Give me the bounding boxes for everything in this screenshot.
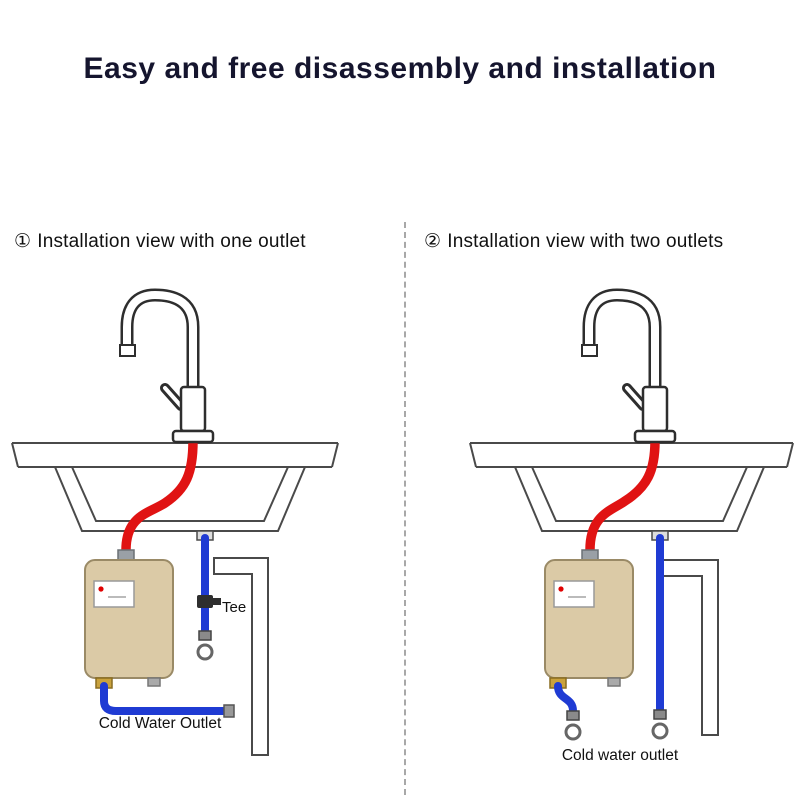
indicator-led bbox=[558, 586, 564, 592]
outlet-ring bbox=[564, 723, 582, 741]
diagram-one-outlet: Tee Cold Water Outlet bbox=[11, 288, 339, 756]
sink bbox=[469, 442, 794, 541]
cold-water-outlet-label: Cold Water Outlet bbox=[99, 715, 222, 732]
cold-pipe-end-cap bbox=[223, 704, 235, 718]
tee-outlet bbox=[196, 630, 214, 661]
cold-water-pipe-heater bbox=[100, 682, 228, 715]
water-heater bbox=[84, 549, 174, 689]
cold-water-outlet-label: Cold water outlet bbox=[562, 747, 679, 764]
faucet bbox=[581, 288, 677, 444]
circled-number-two: ② bbox=[424, 231, 442, 252]
outlet-ring bbox=[196, 643, 214, 661]
tee-fitting bbox=[197, 595, 221, 608]
section-divider bbox=[404, 222, 406, 795]
hot-water-pipe bbox=[121, 436, 198, 555]
drain-pipe bbox=[659, 559, 719, 736]
diagram-two-outlets: Cold water outlet bbox=[469, 288, 794, 764]
heater-display-panel bbox=[553, 580, 595, 608]
heater-cold-outlet bbox=[564, 710, 582, 741]
tee-label: Tee bbox=[222, 599, 246, 616]
water-heater bbox=[544, 549, 634, 689]
panel-two-heading-label: Installation view with two outlets bbox=[447, 231, 724, 252]
hot-water-pipe bbox=[585, 436, 660, 555]
faucet bbox=[119, 288, 215, 444]
heater-display-panel bbox=[93, 580, 135, 608]
circled-number-one: ① bbox=[14, 231, 32, 252]
main-title: Easy and free disassembly and installati… bbox=[83, 52, 717, 85]
indicator-led bbox=[98, 586, 104, 592]
faucet-nozzle bbox=[119, 344, 136, 357]
drain-cold-outlet bbox=[651, 709, 669, 740]
outlet-ring bbox=[651, 722, 669, 740]
panel-one-heading-label: Installation view with one outlet bbox=[37, 231, 306, 252]
drain-pipe bbox=[213, 557, 269, 756]
faucet-nozzle bbox=[581, 344, 598, 357]
cold-water-pipe-heater bbox=[554, 682, 577, 715]
